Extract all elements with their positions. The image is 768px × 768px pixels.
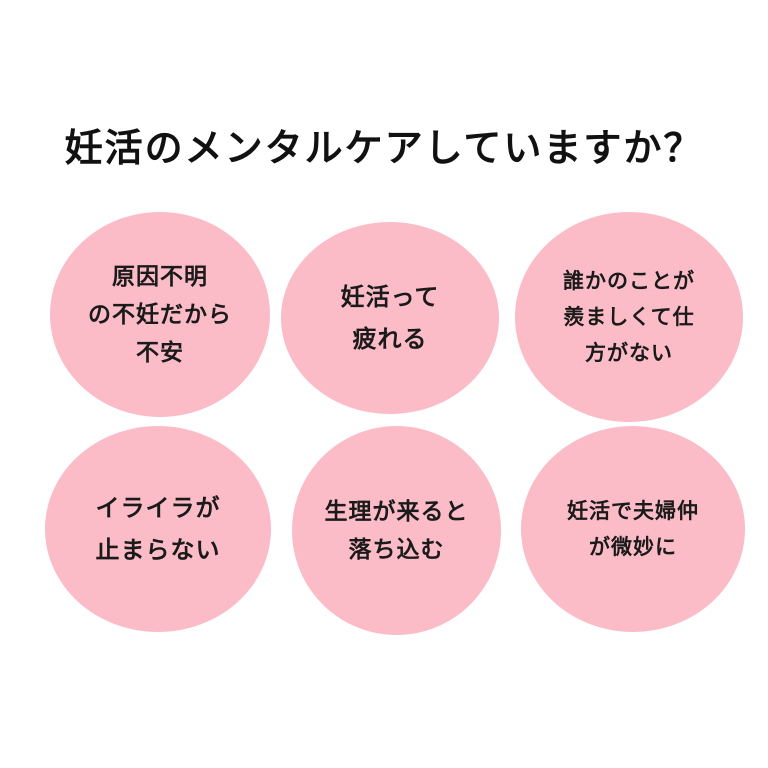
bubble-line: 疲れる <box>352 325 428 353</box>
bubble-line: 原因不明 <box>112 263 208 290</box>
bubble-line: が微妙に <box>589 535 677 559</box>
concern-bubble-tired: 妊活って 疲れる <box>281 222 499 414</box>
bubble-line: イライラが <box>95 494 221 522</box>
bubble-line: 誰かのことが <box>563 269 695 293</box>
bubble-line: 方がない <box>585 341 673 365</box>
bubble-text: 妊活って 疲れる <box>341 276 440 360</box>
bubble-line: の不妊だから <box>88 301 232 328</box>
concern-bubble-irritation: イライラが 止まらない <box>45 426 271 632</box>
bubble-text: 原因不明 の不妊だから 不安 <box>88 258 232 372</box>
concern-bubble-unexplained-infertility: 原因不明 の不妊だから 不安 <box>50 212 270 417</box>
bubble-line: 止まらない <box>95 536 221 564</box>
concern-bubble-period-depression: 生理が来ると 落ち込む <box>292 426 501 635</box>
bubble-text: 誰かのことが 羨ましくて仕 方がない <box>563 263 695 371</box>
bubble-line: 羨ましくて仕 <box>563 305 695 329</box>
concern-bubble-couple-relationship: 妊活で夫婦仲 が微妙に <box>521 426 745 632</box>
bubble-line: 妊活って <box>340 283 440 311</box>
bubble-line: 妊活で夫婦仲 <box>567 499 699 523</box>
bubble-text: 生理が来ると 落ち込む <box>325 493 469 569</box>
concern-bubble-envy: 誰かのことが 羨ましくて仕 方がない <box>515 212 743 422</box>
page-title: 妊活のメンタルケアしていますか？ <box>64 126 704 170</box>
bubble-text: イライラが 止まらない <box>96 487 221 571</box>
bubble-text: 妊活で夫婦仲 が微妙に <box>567 493 699 565</box>
bubble-line: 不安 <box>136 339 184 366</box>
bubble-line: 生理が来ると <box>324 498 469 525</box>
bubble-line: 落ち込む <box>348 536 445 563</box>
